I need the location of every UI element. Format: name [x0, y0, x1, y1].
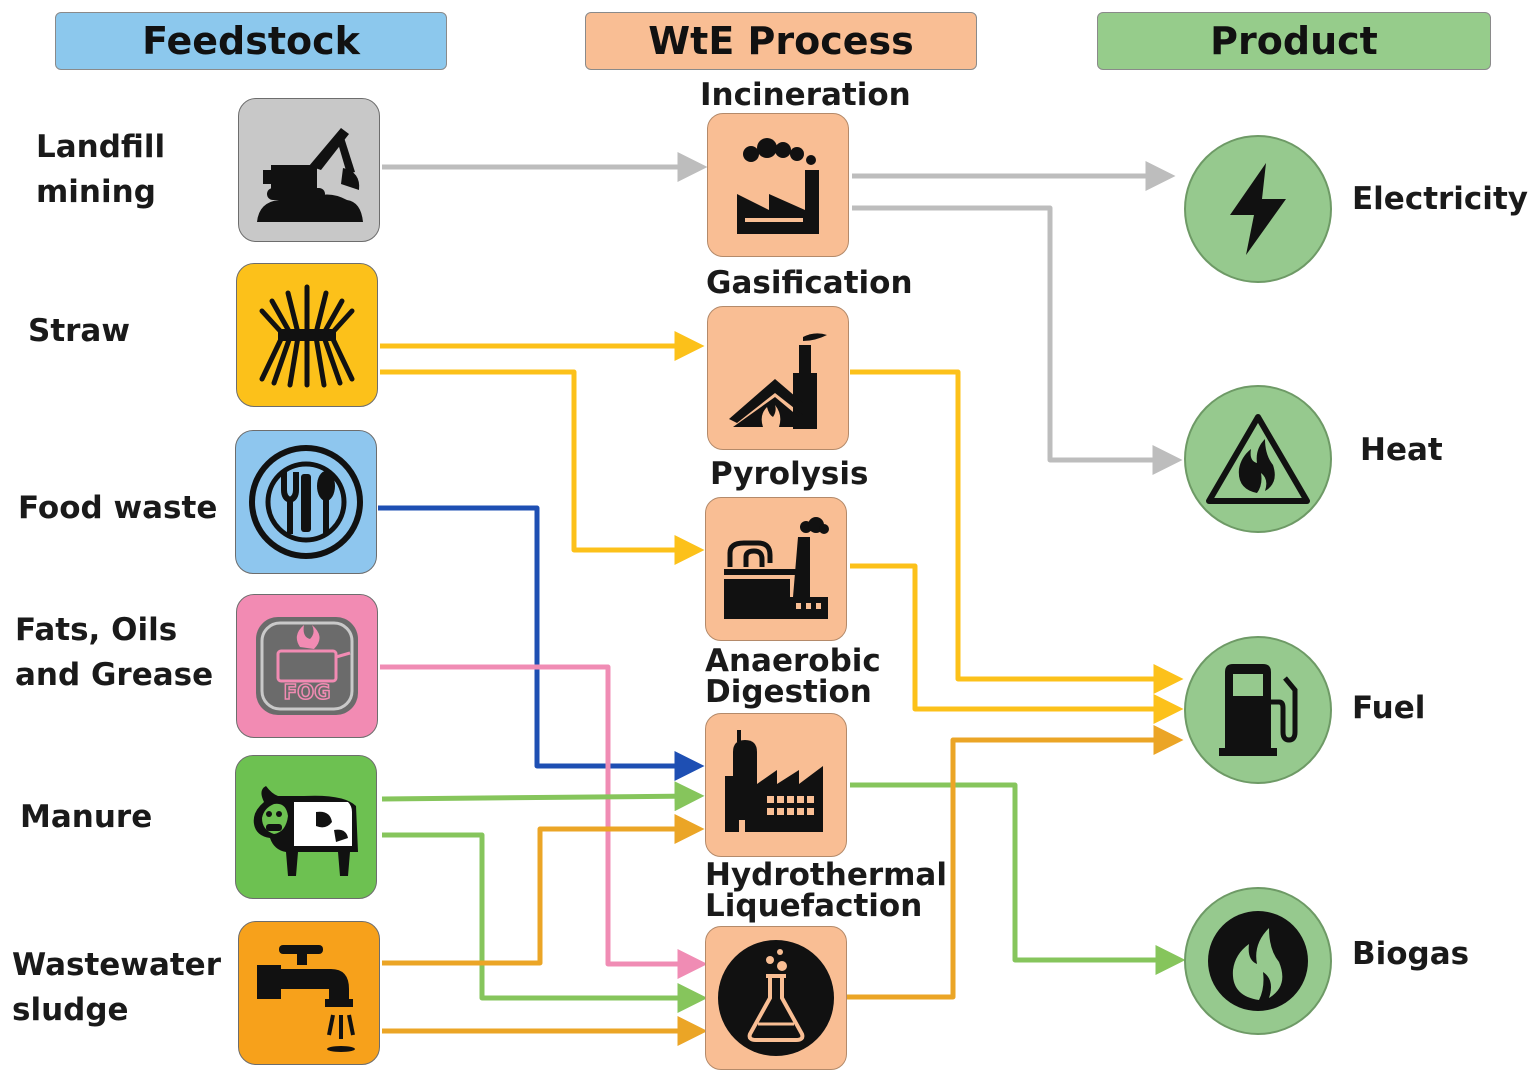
feedstock-label-manure: Manure: [20, 799, 153, 835]
cow-icon: [253, 786, 358, 876]
factory-smoke-icon: [737, 138, 819, 234]
tile-incineration: [707, 113, 849, 257]
process-header: WtE Process: [585, 12, 977, 70]
arrow-food-ad: [378, 505, 705, 781]
fryer-fog-icon: FOG: [256, 617, 358, 715]
process-label-gasification: Gasification: [706, 265, 913, 301]
gas-flame-icon: [1208, 911, 1308, 1011]
tile-gasification: [707, 306, 849, 450]
svg-text:FOG: FOG: [283, 680, 330, 704]
gasifier-icon: [729, 333, 827, 429]
product-label-fuel: Fuel: [1352, 690, 1426, 726]
arrow-straw-pyrolysis: [380, 369, 705, 565]
wheat-icon: [259, 284, 355, 388]
plate-cutlery-icon: [249, 445, 363, 559]
heat-flame-icon: [1206, 414, 1310, 504]
arrow-gasification-fuel: [850, 369, 1184, 694]
tap-icon: [257, 945, 355, 1052]
product-heat-circle: [1184, 385, 1332, 533]
product-fuel-circle: [1184, 636, 1332, 784]
arrow-ad-biogas: [850, 782, 1186, 975]
excavator-icon: [257, 128, 363, 222]
lightning-icon: [1230, 163, 1286, 255]
product-label-biogas: Biogas: [1352, 936, 1470, 972]
product-electricity-circle: [1184, 135, 1332, 283]
feedstock-label-straw: Straw: [28, 313, 130, 349]
arrow-manure-htl: [382, 832, 708, 1013]
product-header: Product: [1097, 12, 1491, 70]
tile-sludge: [238, 921, 380, 1065]
feedstock-header: Feedstock: [55, 12, 447, 70]
feedstock-label-food: Food waste: [18, 490, 218, 526]
arrow-incineration-heat: [852, 205, 1183, 475]
tile-manure: [235, 755, 377, 899]
tile-fog: FOG: [236, 594, 378, 738]
tile-anaerobic-digestion: [705, 713, 847, 857]
process-label-pyrolysis: Pyrolysis: [710, 456, 869, 492]
tile-food: [235, 430, 377, 574]
product-biogas-circle: [1184, 887, 1332, 1035]
pyrolysis-plant-icon: [724, 517, 829, 619]
tile-hydrothermal-liquefaction: [705, 926, 847, 1070]
arrow-pyrolysis-fuel: [850, 563, 1184, 724]
process-label-incineration: Incineration: [700, 77, 911, 113]
tile-straw: [236, 263, 378, 407]
product-label-electricity: Electricity: [1352, 181, 1528, 217]
product-label-heat: Heat: [1360, 432, 1443, 468]
arrow-fog-htl: [380, 664, 708, 979]
digester-plant-icon: [725, 730, 823, 832]
flask-icon: [718, 940, 834, 1056]
tile-pyrolysis: [705, 497, 847, 641]
fuel-pump-icon: [1219, 664, 1298, 756]
arrow-sludge-ad: [382, 814, 705, 966]
arrow-htl-fuel: [847, 725, 1184, 1000]
arrow-manure-ad: [381, 781, 705, 812]
tile-landfill: [238, 98, 380, 242]
